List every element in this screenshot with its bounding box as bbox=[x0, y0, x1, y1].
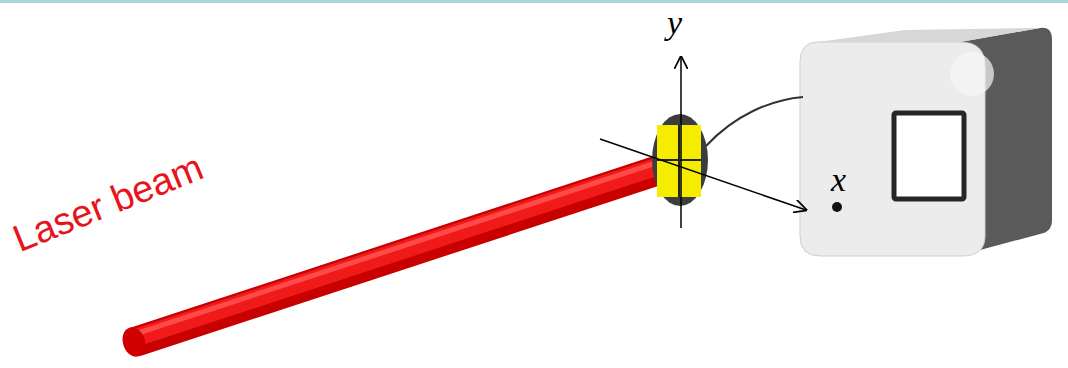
axis-label: x bbox=[831, 163, 846, 197]
terminal-dot bbox=[832, 202, 842, 212]
axis-label: y bbox=[667, 6, 682, 40]
axes bbox=[600, 57, 806, 228]
beam-label: Laser beam bbox=[8, 147, 208, 257]
top-rule bbox=[0, 0, 1068, 3]
meter-box bbox=[800, 28, 1052, 256]
laser-beam bbox=[119, 160, 665, 360]
wire bbox=[706, 97, 803, 146]
